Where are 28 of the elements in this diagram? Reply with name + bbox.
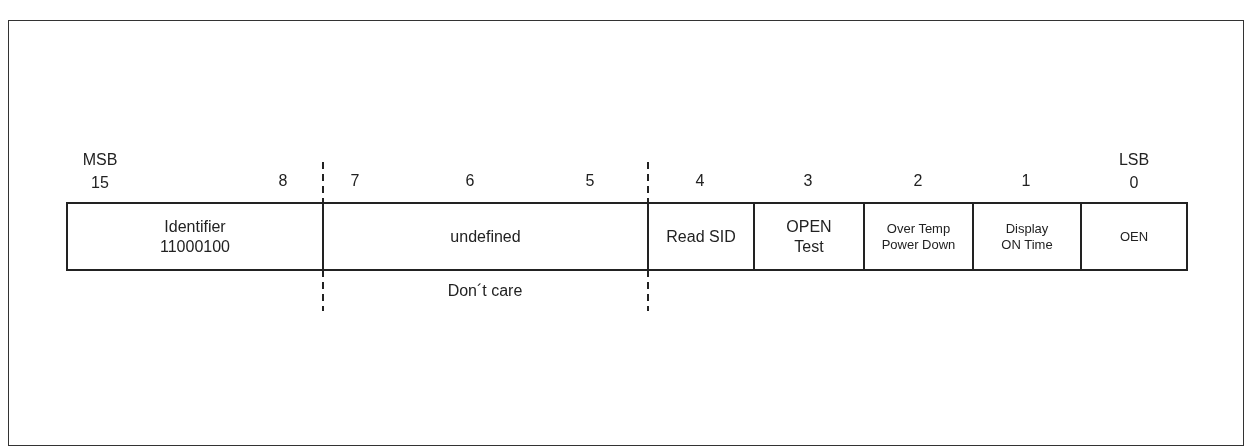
field-name: OPEN Test: [785, 217, 833, 256]
bit-field-cell: [66, 202, 324, 271]
bit-field-cell: [863, 202, 974, 271]
bit-label: 2: [913, 172, 923, 190]
bit-label: 4: [695, 172, 705, 190]
bit-field-cell: [972, 202, 1082, 271]
bit-label: 15: [91, 174, 109, 192]
field-name: Display ON Time: [1000, 220, 1054, 253]
field-name: 11000100: [160, 236, 230, 256]
bit-label: MSB: [82, 151, 118, 169]
field-name: OEN: [1119, 228, 1149, 245]
bit-field-cell: [753, 202, 865, 271]
bit-label: 1: [1021, 172, 1031, 190]
bit-field-cell: [647, 202, 755, 271]
bit-field-cell: [1080, 202, 1188, 271]
bit-label: 5: [585, 172, 595, 190]
bit-label: Don´t care: [447, 282, 523, 300]
bit-label: LSB: [1118, 151, 1150, 169]
bit-label: 8: [278, 172, 288, 190]
bit-label: 0: [1129, 174, 1139, 192]
bit-field-cell: [322, 202, 649, 271]
field-name: undefined: [450, 226, 521, 247]
bit-label: 6: [465, 172, 475, 190]
field-name: Over Temp Power Down: [880, 220, 957, 253]
field-name: Read SID: [666, 226, 736, 247]
bit-label: 3: [803, 172, 813, 190]
field-name: Identifier: [164, 217, 226, 237]
bit-label: 7: [350, 172, 360, 190]
